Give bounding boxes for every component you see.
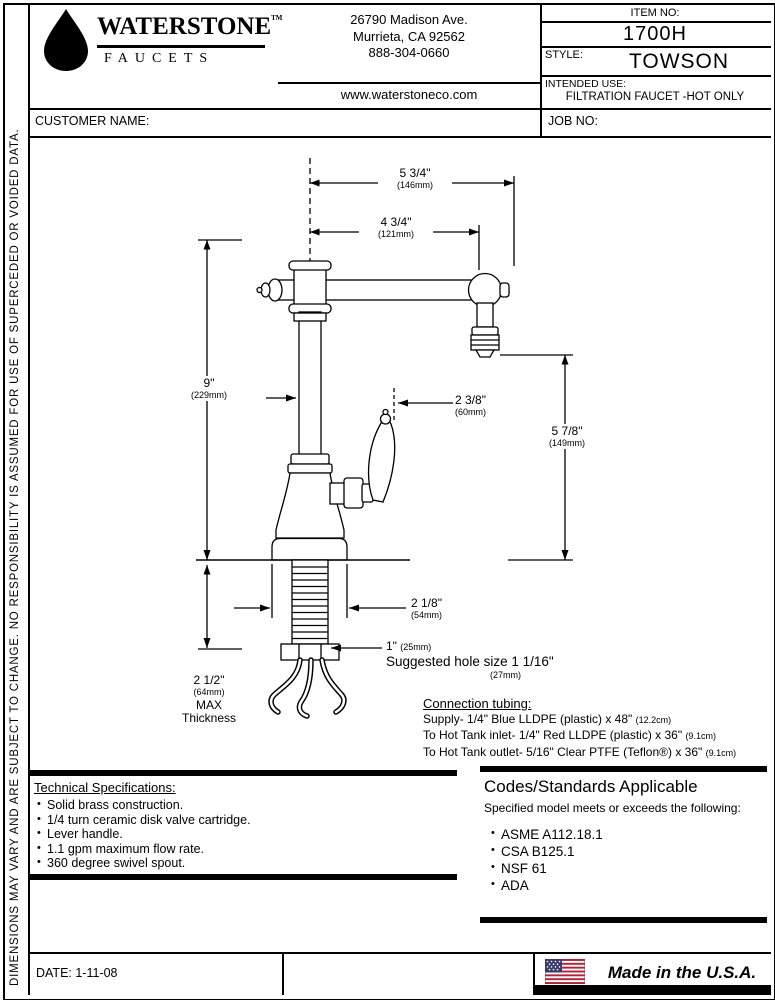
item-no-label: ITEM NO: <box>630 7 680 19</box>
tech-spec-item: 1/4 turn ceramic disk valve cartridge. <box>36 812 436 828</box>
divider <box>540 46 771 48</box>
dim-value: 9" <box>203 376 215 390</box>
dim-metric: (229mm) <box>190 390 227 400</box>
tubing-line-text: Supply- 1/4" Blue LLDPE (plastic) x 48" <box>423 711 633 726</box>
tubing-line: To Hot Tank inlet- 1/4" Red LLDPE (plast… <box>423 728 768 745</box>
tech-spec-item: Lever handle. <box>36 826 436 842</box>
code-item: ASME A112.18.1 <box>490 825 750 843</box>
dim-inner-reach: 4 3/4" (121mm) <box>359 215 433 240</box>
dim-metric: (121mm) <box>377 229 414 239</box>
dim-spout-reach: 5 3/4" (146mm) <box>378 166 452 191</box>
dim-shank-width: 1" (25mm) <box>384 639 478 654</box>
dim-value: 2 3/8" <box>455 393 486 407</box>
codes-top-bar <box>480 766 767 772</box>
header-column-divider <box>540 5 542 136</box>
faucet-technical-drawing <box>196 158 573 719</box>
dim-value: 5 3/4" <box>399 166 431 180</box>
style-value: TOWSON <box>628 50 730 73</box>
dim-value: 2 1/8" <box>411 596 442 610</box>
company-address: 26790 Madison Ave. Murrieta, CA 92562 88… <box>280 12 538 62</box>
dim-max-thickness: 2 1/2" (64mm) MAX Thickness <box>168 673 250 726</box>
address-line3: 888-304-0660 <box>368 45 450 60</box>
tubing-line-metric: (9.1cm) <box>685 731 716 741</box>
dim-value: 2 1/2" <box>193 673 225 687</box>
dim-handle-offset: 2 3/8" (60mm) <box>453 393 527 418</box>
brand-name: WATERSTONETM <box>97 13 283 40</box>
tubing-line-metric: (12.2cm) <box>635 714 672 725</box>
thickness-label: Thickness <box>181 711 237 725</box>
header-bottom-rule <box>28 108 771 110</box>
us-flag-icon <box>545 959 585 984</box>
max-label: MAX <box>195 698 222 712</box>
intended-use-label: INTENDED USE: <box>545 78 627 90</box>
item-no-value: 1700H <box>623 23 687 45</box>
side-strip-divider <box>28 5 30 995</box>
dim-value: 1" <box>386 639 397 653</box>
dim-outlet-height: 5 7/8" (149mm) <box>537 424 597 449</box>
footer-bottom-bar <box>533 985 771 995</box>
codes-list: ASME A112.18.1 CSA B125.1 NSF 61 ADA <box>490 825 750 894</box>
divider <box>540 21 771 23</box>
footer-top-rule <box>28 952 771 954</box>
dim-metric: (64mm) <box>193 687 225 697</box>
code-item: NSF 61 <box>490 859 750 877</box>
waterdrop-logo-icon <box>44 9 88 71</box>
code-item: ADA <box>490 876 750 894</box>
tech-specs-list: Solid brass construction. 1/4 turn ceram… <box>36 797 436 871</box>
dim-metric: (60mm) <box>455 407 486 417</box>
tubing-line: Supply- 1/4" Blue LLDPE (plastic) x 48" … <box>423 712 768 729</box>
drawing-area: 5 3/4" (146mm) 4 3/4" (121mm) 9" (229mm)… <box>28 136 770 770</box>
info-row-bottom-rule <box>28 136 771 138</box>
tech-specs-title: Technical Specifications: <box>34 780 176 795</box>
customer-name-label: CUSTOMER NAME: <box>35 114 150 128</box>
trademark-symbol: TM <box>271 14 283 22</box>
brand-rule <box>97 45 265 48</box>
brand-sub: FAUCETS <box>104 51 215 66</box>
dim-overall-height: 9" (229mm) <box>181 376 237 401</box>
footer-divider <box>533 952 535 995</box>
hole-size-note: Suggested hole size 1 1/16" <box>386 654 554 669</box>
intended-use-value: FILTRATION FAUCET -HOT ONLY <box>565 91 745 103</box>
made-in-label: Made in the U.S.A. <box>607 963 757 982</box>
dim-value: 4 3/4" <box>380 215 412 229</box>
dim-metric: (25mm) <box>400 642 432 652</box>
hole-size-metric: (27mm) <box>490 670 521 680</box>
tech-spec-item: 360 degree swivel spout. <box>36 855 436 871</box>
dim-metric: (54mm) <box>411 610 442 620</box>
tech-specs-bottom-bar <box>30 874 457 880</box>
codes-title: Codes/Standards Applicable <box>484 777 698 796</box>
job-no-label: JOB NO: <box>548 114 599 128</box>
date-label: DATE: 1-11-08 <box>36 966 118 980</box>
dim-metric: (149mm) <box>548 438 585 448</box>
tech-spec-item: 1.1 gpm maximum flow rate. <box>36 841 436 857</box>
codes-subtitle: Specified model meets or exceeds the fol… <box>484 801 741 815</box>
legal-disclaimer-vertical: DIMENSIONS MAY VARY AND ARE SUBJECT TO C… <box>9 128 21 986</box>
address-divider <box>278 82 540 84</box>
dim-base-width: 2 1/8" (54mm) <box>409 596 483 621</box>
codes-bottom-bar <box>480 917 767 923</box>
tech-spec-item: Solid brass construction. <box>36 797 436 813</box>
address-line2: Murrieta, CA 92562 <box>352 28 465 44</box>
dim-value: 5 7/8" <box>551 424 583 438</box>
tubing-line: To Hot Tank outlet- 5/16" Clear PTFE (Te… <box>423 745 768 762</box>
tubing-line-text: To Hot Tank inlet- 1/4" Red LLDPE (plast… <box>423 728 683 742</box>
code-item: CSA B125.1 <box>490 842 750 860</box>
connection-tubing-note: Connection tubing: Supply- 1/4" Blue LLD… <box>423 696 768 761</box>
tubing-title: Connection tubing: <box>423 696 532 711</box>
divider <box>540 75 771 77</box>
style-label: STYLE: <box>545 49 583 61</box>
website-link[interactable]: www.waterstoneco.com <box>340 87 478 102</box>
tubing-line-metric: (9.1cm) <box>705 747 737 758</box>
tubing-line-text: To Hot Tank outlet- 5/16" Clear PTFE (Te… <box>423 744 703 759</box>
footer-divider <box>282 952 284 995</box>
tech-specs-top-bar <box>30 770 457 776</box>
address-line1: 26790 Madison Ave. <box>350 12 468 27</box>
dim-metric: (146mm) <box>396 180 433 190</box>
